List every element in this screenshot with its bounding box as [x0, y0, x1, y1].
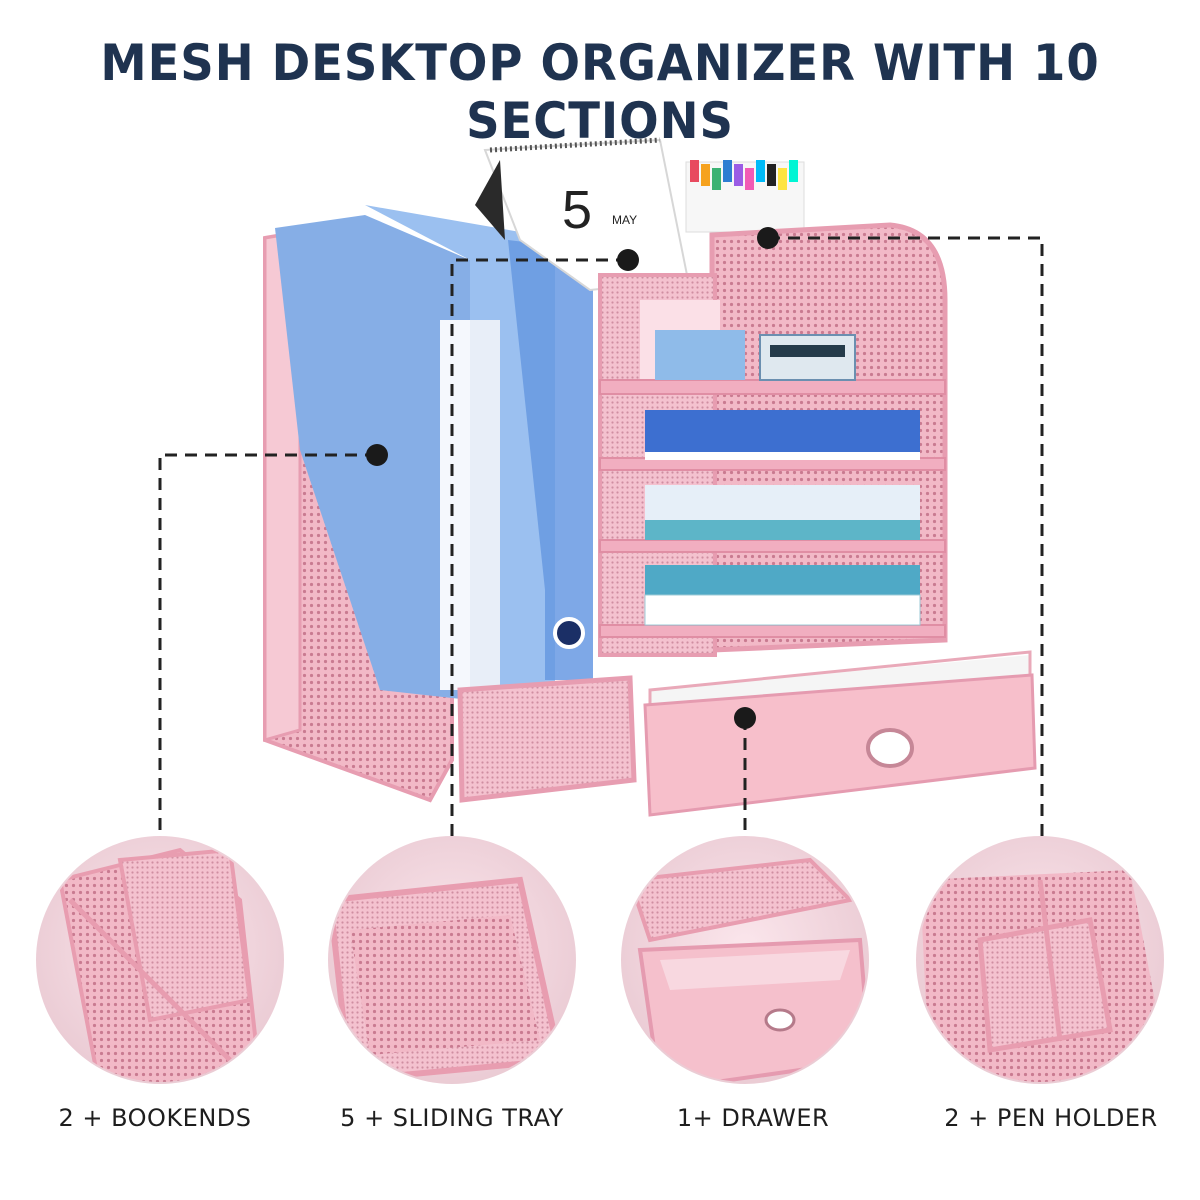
page-title: MESH DESKTOP ORGANIZER WITH 10 SECTIONS [100, 34, 1100, 150]
pen-holder-closeup-image [916, 836, 1164, 1084]
pull-out-drawer [643, 650, 1037, 817]
desk-calendar: 5 MAY [475, 137, 690, 292]
front-pen-tray [457, 675, 637, 803]
sliding-tray-closeup-image [328, 836, 576, 1084]
leader-lines [158, 236, 1044, 840]
bookend-closeup-image [36, 836, 284, 1084]
feature-label-drawer: 1+ DRAWER [676, 1104, 830, 1132]
leader-dots [366, 227, 779, 729]
drawer-closeup-image [621, 836, 869, 1084]
feature-label-sliding-tray: 5 + SLIDING TRAY [340, 1104, 564, 1132]
markers [685, 160, 805, 233]
tray-tower [598, 222, 948, 657]
calendar-day: 5 [562, 180, 592, 240]
feature-label-pen-holder: 2 + PEN HOLDER [944, 1104, 1158, 1132]
calendar-month: MAY [612, 213, 637, 227]
feature-label-bookends: 2 + BOOKENDS [58, 1104, 252, 1132]
leader-line-sliding-tray [450, 258, 628, 840]
leader-line-pen-holder [768, 236, 1044, 840]
